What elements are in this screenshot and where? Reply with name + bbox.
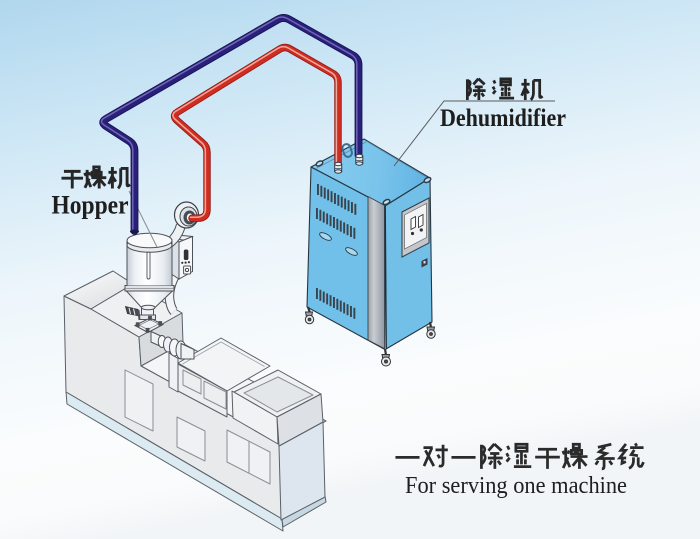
svg-text:Dehumidifier: Dehumidifier bbox=[440, 105, 566, 132]
svg-text:For serving one machine: For serving one machine bbox=[405, 473, 627, 499]
svg-text:Hopper: Hopper bbox=[52, 191, 129, 220]
